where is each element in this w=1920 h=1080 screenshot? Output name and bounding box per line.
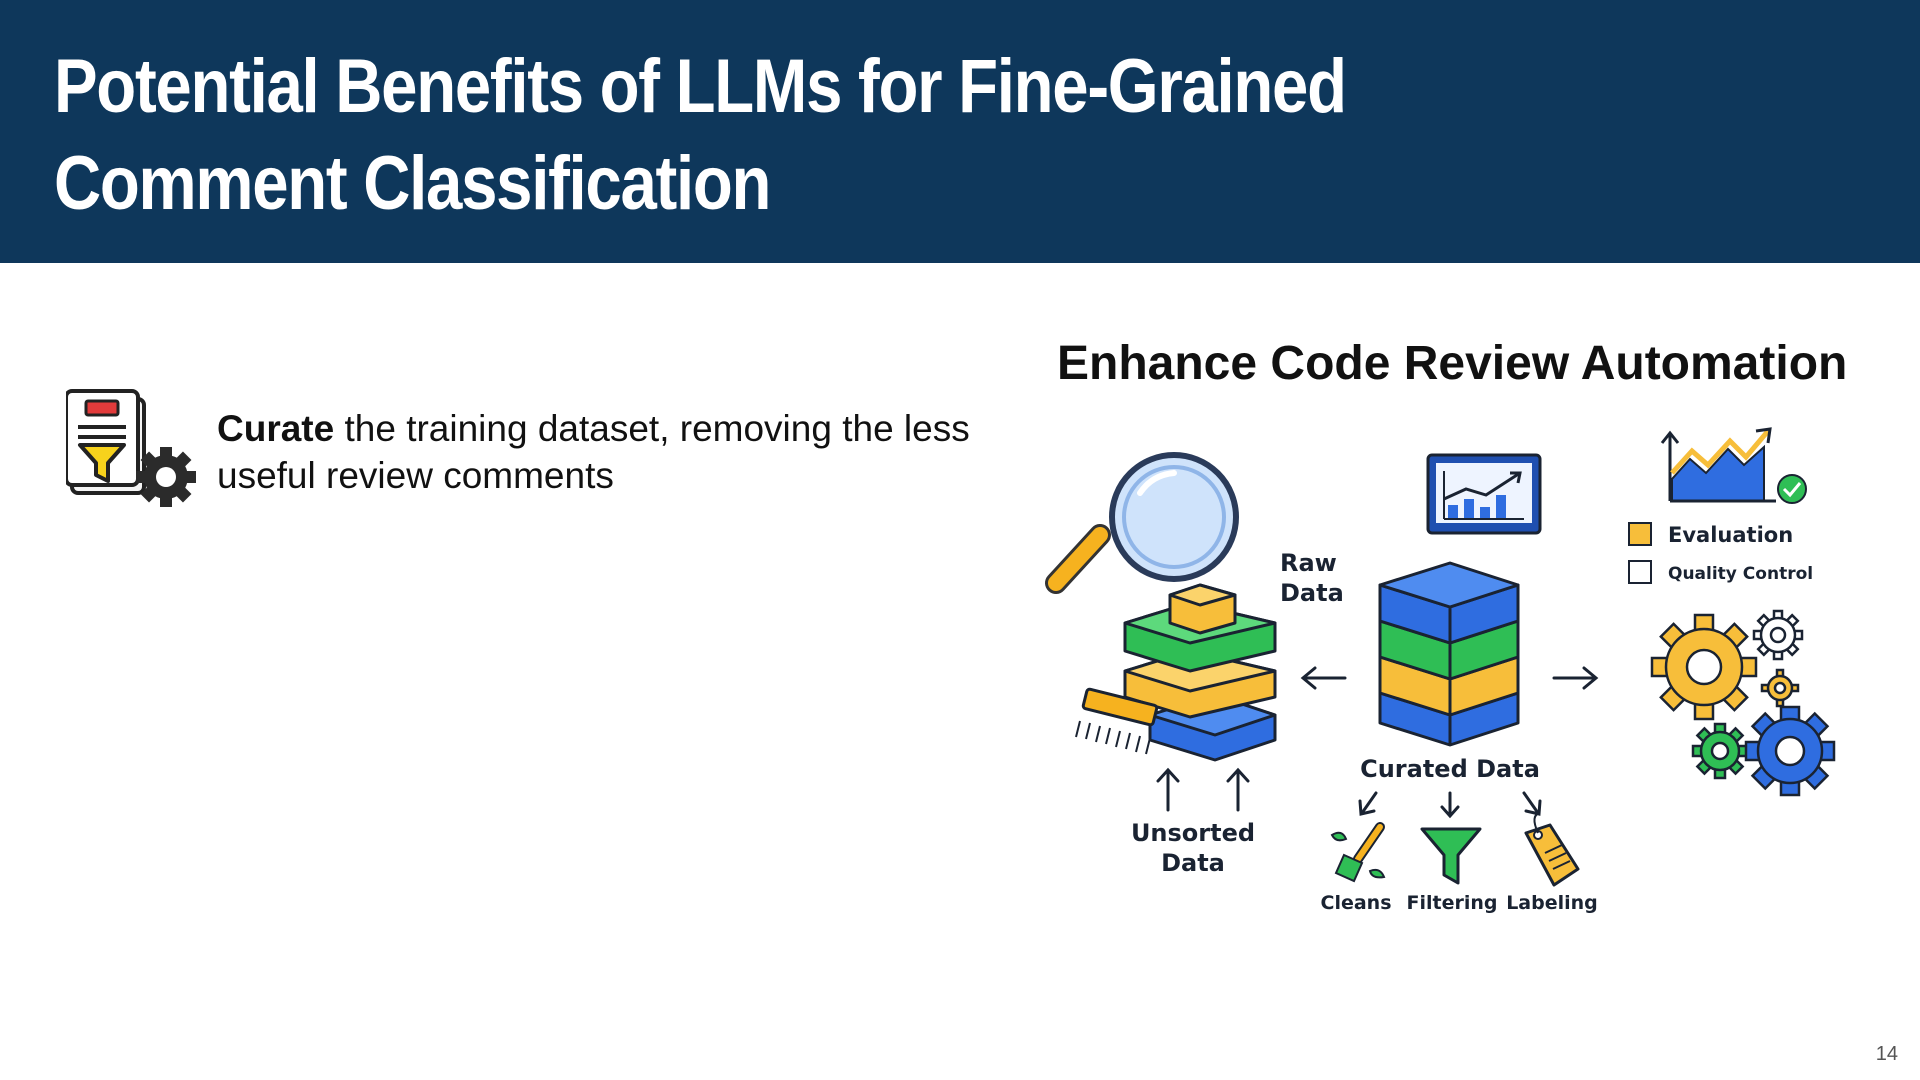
raw-data-label-1: Raw xyxy=(1280,549,1337,577)
cleans-label: Cleans xyxy=(1321,892,1392,914)
right-arrow xyxy=(1552,666,1599,690)
unsorted-data-label-1: Unsorted xyxy=(1131,819,1255,847)
evaluation-swatch xyxy=(1628,522,1652,546)
growth-chart-icon xyxy=(1660,427,1807,504)
curated-data-label: Curated Data xyxy=(1360,755,1540,783)
title-banner: Potential Benefits of LLMs for Fine-Grai… xyxy=(0,0,1920,263)
evaluation-label: Evaluation xyxy=(1668,523,1793,547)
tag-icon xyxy=(1524,812,1580,887)
bullet-text: Curate the training dataset, removing th… xyxy=(217,405,977,499)
data-curation-illustration: Unsorted Data Raw Data Curated Data xyxy=(1045,427,1836,914)
cleans-icon xyxy=(1330,822,1386,883)
up-arrows xyxy=(1156,767,1250,812)
labeling-label: Labeling xyxy=(1506,892,1598,914)
curated-database-icon xyxy=(1378,561,1520,747)
quality-control-label: Quality Control xyxy=(1668,564,1813,584)
gears-icon xyxy=(1650,609,1836,797)
left-arrow xyxy=(1300,666,1347,690)
unsorted-data-label-2: Data xyxy=(1161,849,1225,877)
filtering-label: Filtering xyxy=(1407,892,1498,914)
page-number: 14 xyxy=(1875,1043,1898,1065)
bullet-emphasis: Curate xyxy=(217,408,335,449)
brush-icon xyxy=(1075,687,1159,755)
down-arrows xyxy=(1358,791,1542,819)
bullet-body: the training dataset, removing the less … xyxy=(217,408,970,496)
figure-title: Enhance Code Review Automation xyxy=(1057,337,1848,390)
monitor-chart-icon xyxy=(1426,453,1542,535)
filter-document-gear-icon xyxy=(66,389,196,507)
magnifier-icon xyxy=(1045,452,1239,594)
raw-data-label-2: Data xyxy=(1280,579,1344,607)
quality-control-checkbox xyxy=(1628,560,1652,584)
funnel-icon xyxy=(1420,827,1482,885)
slide-title: Potential Benefits of LLMs for Fine-Grai… xyxy=(54,44,1347,226)
raw-data-stack-icon xyxy=(1123,583,1277,762)
